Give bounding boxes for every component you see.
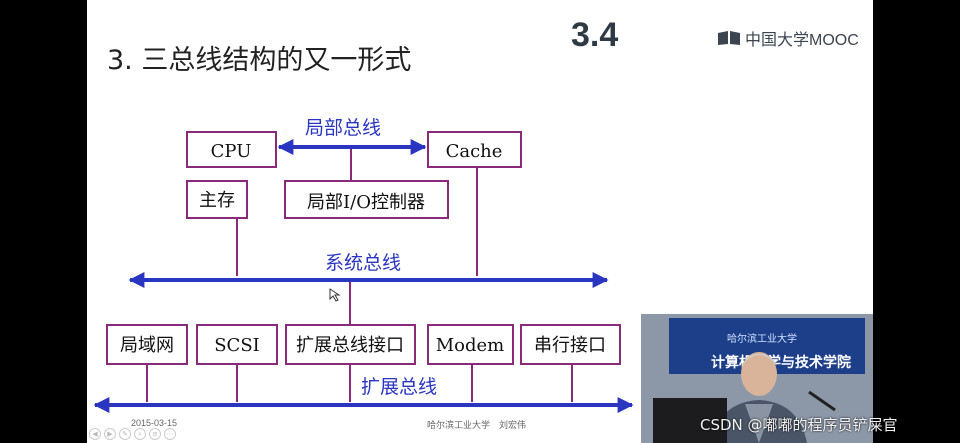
modem-box [427, 324, 514, 365]
footer-center-text: 哈尔滨工业大学 刘宏伟 [427, 421, 527, 431]
next-slide-icon[interactable]: ▶ [104, 428, 116, 440]
mooc-logo: 中国大学MOOC [717, 26, 859, 50]
lecturer-video: 哈尔滨工业大学 计算机科学与技术学院 [641, 314, 873, 443]
mooc-logo-text: 中国大学MOOC [745, 32, 859, 49]
lan-label: 局域网 [120, 335, 174, 356]
local-io-controller-box [284, 180, 449, 219]
main-memory-box [186, 180, 248, 219]
slide-title: 3. 三总线结构的又一形式 [107, 45, 412, 76]
footer-date: 2015-03-15 [131, 418, 178, 428]
expansion-bus-label: 扩展总线 [361, 376, 437, 398]
scsi-box [196, 324, 278, 365]
prev-slide-icon[interactable]: ◀ [89, 428, 101, 440]
serial-interface-box [520, 324, 621, 365]
lecturer-figure [653, 352, 836, 443]
more-icon[interactable]: ⋯ [164, 428, 176, 440]
pen-icon[interactable]: ✎ [119, 428, 131, 440]
expansion-bus-interface-box [285, 324, 416, 365]
mouse-cursor-icon [329, 288, 341, 302]
connector-lines [146, 147, 573, 402]
lan-box [106, 324, 188, 365]
book-icon [718, 31, 740, 45]
zoom-icon[interactable]: ⌕ [134, 428, 146, 440]
watermark: CSDN @嘟嘟的程序员铲屎官 [700, 416, 898, 434]
system-bus-label: 系统总线 [325, 252, 401, 274]
serial-interface-label: 串行接口 [534, 335, 606, 356]
cache-box [427, 131, 522, 168]
video-banner-top-text: 哈尔滨工业大学 [727, 334, 797, 345]
modem-label: Modem [436, 335, 505, 356]
cpu-label: CPU [211, 141, 252, 162]
expansion-bus-interface-label: 扩展总线接口 [296, 335, 404, 356]
cpu-box [186, 131, 277, 168]
menu-icon[interactable]: ≡ [149, 428, 161, 440]
local-io-controller-label: 局部I/O控制器 [307, 192, 425, 213]
local-bus-label: 局部总线 [305, 117, 381, 139]
cache-label: Cache [446, 141, 503, 162]
bus-architecture-diagram: 局部总线 系统总线 扩展总线 CPU Cache 主存 局部I/O控制器 局域网… [93, 117, 634, 413]
lecture-slide: 3. 三总线结构的又一形式 3.4 中国大学MOOC [87, 0, 873, 443]
section-number: 3.4 [571, 16, 619, 54]
scsi-label: SCSI [214, 335, 260, 356]
main-memory-label: 主存 [199, 190, 235, 211]
slide-controls: ◀ ▶ ✎ ⌕ ≡ ⋯ [89, 428, 176, 440]
